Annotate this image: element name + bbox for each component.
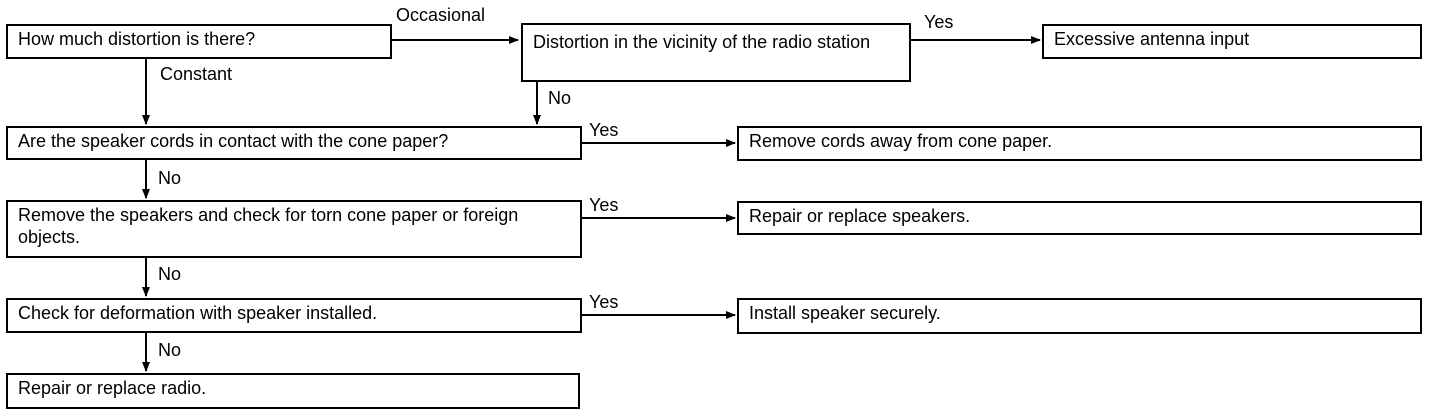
node-remove-speakers-check: Remove the speakers and check for torn c… — [6, 200, 582, 258]
node-repair-replace-radio: Repair or replace radio. — [6, 373, 580, 409]
label-remove-no: No — [158, 264, 182, 284]
label-cords-yes: Yes — [589, 120, 619, 140]
node-how-much-distortion: How much distortion is there? — [6, 24, 392, 59]
label-remove-yes: Yes — [589, 195, 619, 215]
label-occasional: Occasional — [396, 5, 486, 25]
node-distortion-vicinity: Distortion in the vicinity of the radio … — [521, 23, 911, 82]
node-repair-replace-speakers: Repair or replace speakers. — [737, 201, 1422, 235]
node-speaker-cords-contact: Are the speaker cords in contact with th… — [6, 126, 582, 160]
node-excessive-antenna-input: Excessive antenna input — [1042, 24, 1422, 59]
label-cords-no: No — [158, 168, 182, 188]
node-check-deformation: Check for deformation with speaker insta… — [6, 298, 582, 333]
node-install-speaker: Install speaker securely. — [737, 298, 1422, 334]
label-constant: Constant — [160, 64, 233, 84]
label-deform-yes: Yes — [589, 292, 619, 312]
label-deform-no: No — [158, 340, 182, 360]
label-vicinity-yes: Yes — [924, 12, 954, 32]
label-vicinity-no: No — [548, 88, 572, 108]
node-remove-cords: Remove cords away from cone paper. — [737, 126, 1422, 161]
